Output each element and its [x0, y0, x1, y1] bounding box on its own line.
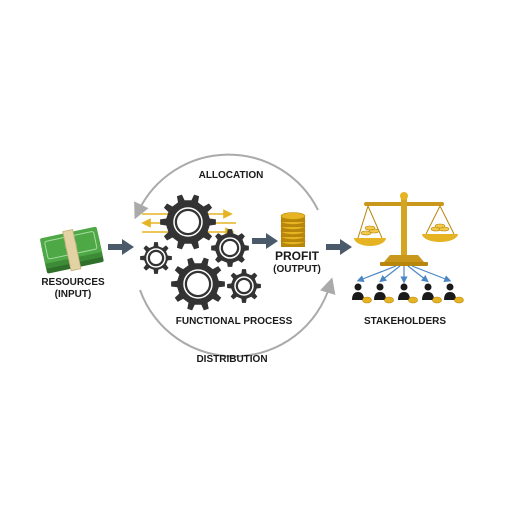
profit-label: PROFIT	[275, 249, 319, 263]
input-arrow	[108, 239, 134, 255]
money-stack-icon	[40, 226, 104, 274]
coin-stack-icon	[280, 212, 306, 247]
distribution-arrows	[356, 265, 452, 284]
profit-sub-label: (OUTPUT)	[273, 264, 321, 275]
balance-scale-icon	[354, 192, 458, 266]
cycle-arc-bottom	[139, 277, 336, 358]
resources-sub-label: (INPUT)	[54, 289, 92, 300]
allocation-label: ALLOCATION	[198, 170, 264, 181]
distribution-label: DISTRIBUTION	[196, 354, 268, 365]
gears-icon	[140, 194, 261, 311]
stakeholder-arrow	[326, 239, 352, 255]
output-arrow	[252, 233, 278, 249]
functional-process-label: FUNCTIONAL PROCESS	[175, 316, 293, 327]
stakeholders-label: STAKEHOLDERS	[363, 316, 447, 327]
people-icon	[352, 283, 464, 304]
cycle-arc-top	[134, 153, 319, 220]
resources-label: RESOURCES	[41, 277, 105, 288]
